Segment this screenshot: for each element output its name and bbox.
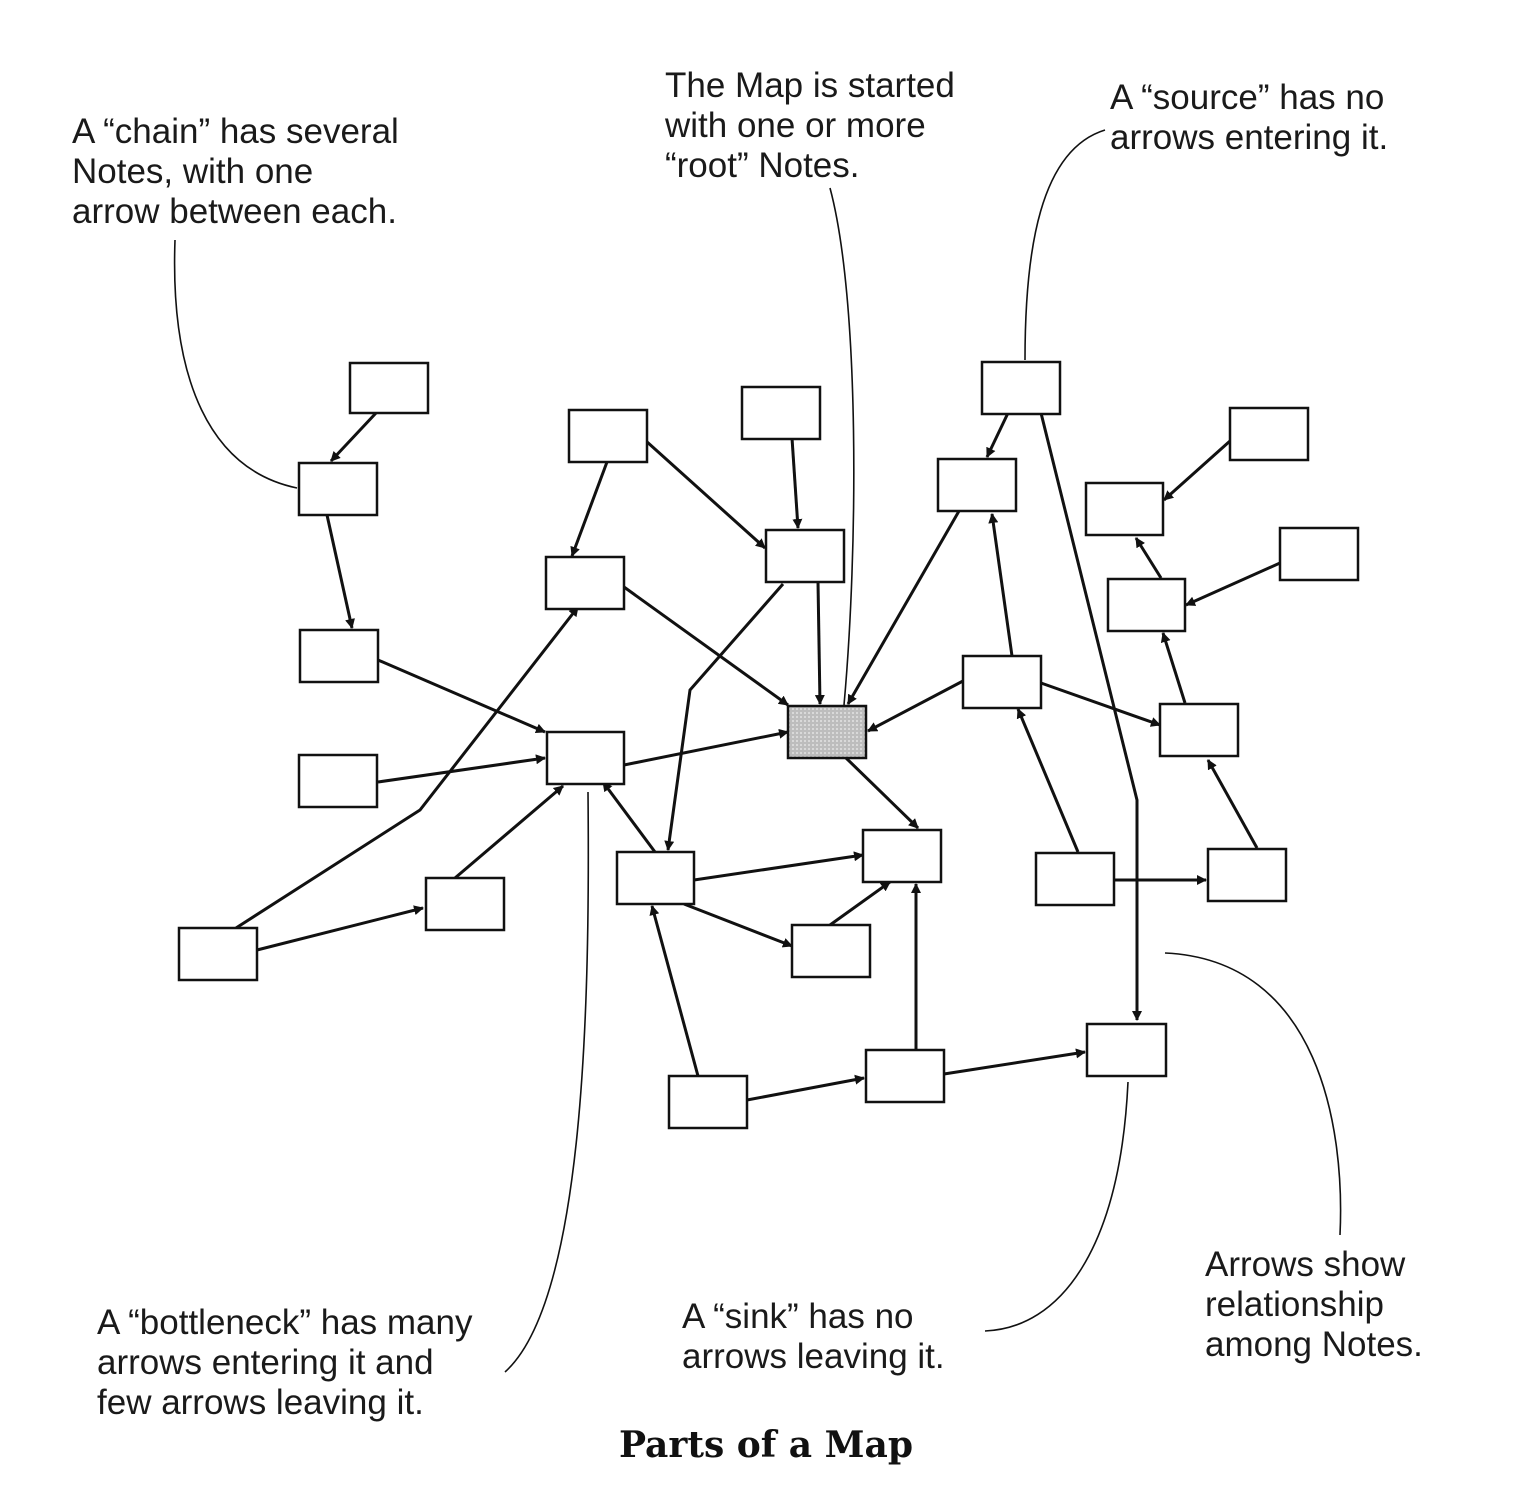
note-box	[1158, 702, 1240, 758]
note-box	[1278, 526, 1360, 582]
source-annotation: A “source” has no arrows entering it.	[1110, 78, 1389, 157]
arrow	[649, 905, 700, 1077]
arrow	[1134, 537, 1163, 579]
arrow	[988, 513, 1014, 657]
bottleneck-annotation: A “bottleneck” has many arrows entering …	[97, 1303, 473, 1422]
arrow	[454, 784, 564, 880]
arrow	[746, 1074, 865, 1102]
root-leader	[829, 187, 855, 706]
root-note-box	[786, 704, 868, 760]
arrow	[644, 439, 767, 550]
relationship-annotation: Arrows show relationship among Notes.	[1205, 1245, 1423, 1364]
chain-annotation: A “chain” has several Notes, with one ar…	[72, 112, 399, 231]
note-box	[1034, 851, 1116, 907]
note-box	[764, 528, 846, 584]
arrow	[1016, 708, 1080, 853]
note-box	[177, 926, 259, 982]
arrow	[623, 728, 789, 767]
arrow	[623, 585, 789, 707]
note-box	[936, 457, 1018, 513]
note-box	[740, 385, 822, 441]
note-box	[1206, 847, 1288, 903]
note-box	[545, 730, 626, 786]
arrow	[377, 754, 546, 784]
arrow	[1206, 759, 1259, 849]
note-box	[790, 923, 872, 979]
sink-leader	[984, 1081, 1129, 1332]
figure-caption: Parts of a Map	[618, 1424, 914, 1466]
arrows	[235, 411, 1281, 1102]
arrow	[943, 1048, 1086, 1076]
sink-annotation: A “sink” has no arrows leaving it.	[682, 1297, 945, 1376]
arrow	[570, 461, 609, 557]
arrow	[235, 606, 580, 930]
note-box	[667, 1074, 749, 1130]
note-box	[1085, 1022, 1168, 1078]
arrow	[867, 679, 964, 733]
note-box	[864, 1048, 946, 1104]
arrow	[985, 412, 1010, 458]
root-annotation: The Map is started with one or more “roo…	[665, 66, 955, 185]
bottleneck-leader	[504, 791, 590, 1373]
note-box	[1106, 577, 1187, 633]
notes	[177, 360, 1360, 1130]
arrow	[1040, 681, 1161, 727]
arrow	[377, 658, 546, 734]
arrow	[1185, 561, 1281, 607]
arrow	[846, 510, 961, 705]
note-box	[424, 876, 506, 932]
note-box	[615, 850, 696, 906]
annotation-leaders	[173, 129, 1342, 1373]
arrow	[601, 781, 657, 853]
arrow	[814, 581, 825, 705]
arrow	[829, 880, 891, 927]
note-box	[544, 555, 626, 611]
arrow	[1163, 439, 1231, 502]
note-box	[297, 753, 379, 809]
arrow	[329, 411, 378, 463]
arrow	[790, 437, 803, 529]
note-box	[1228, 406, 1310, 462]
relationship-leader	[1164, 952, 1342, 1236]
note-box	[297, 461, 379, 517]
chain-leader	[173, 239, 298, 489]
note-box	[1084, 481, 1165, 537]
note-box	[980, 360, 1062, 416]
note-box	[961, 654, 1043, 710]
arrow	[843, 755, 920, 830]
arrow	[683, 902, 793, 948]
note-box	[348, 361, 430, 415]
source-leader	[1024, 129, 1106, 361]
arrow	[256, 905, 424, 952]
note-box	[861, 828, 943, 884]
arrow	[693, 851, 864, 882]
arrow	[664, 583, 785, 851]
arrow	[1039, 412, 1142, 1021]
note-box	[298, 628, 380, 684]
arrow	[325, 514, 355, 629]
note-box	[567, 408, 649, 464]
arrow	[1160, 632, 1187, 704]
